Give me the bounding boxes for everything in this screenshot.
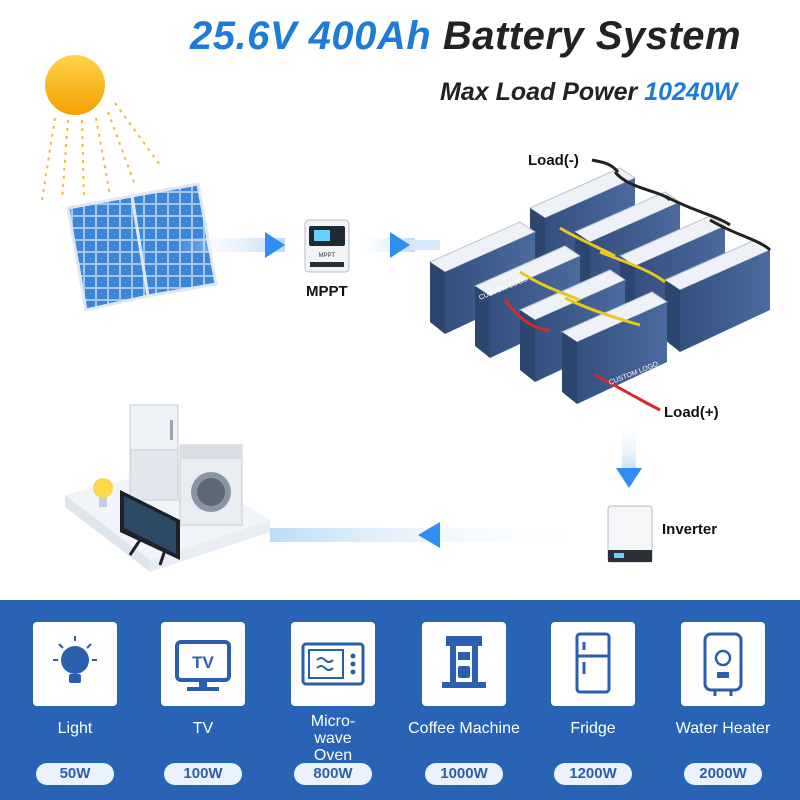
appliance-card-fridge	[551, 622, 635, 706]
fridge-icon	[575, 632, 611, 694]
solar-panel-icon	[66, 182, 218, 312]
title-capacity: 25.6V 400Ah	[190, 14, 432, 58]
inverter-label: Inverter	[662, 521, 718, 538]
flow-line	[622, 420, 636, 475]
appliance-name: Light	[57, 720, 93, 737]
svg-text:MPPT: MPPT	[319, 253, 336, 259]
tv-icon: TV	[175, 640, 231, 691]
power-badge: 1000W	[425, 763, 503, 785]
subtitle-prefix: Max Load Power	[440, 78, 638, 106]
arrow-right-icon	[265, 232, 285, 258]
system-diagram: MPPT	[41, 55, 772, 572]
appliance-card-tv: TV	[161, 622, 245, 706]
home-appliances-scene	[65, 404, 270, 572]
power-badge: 1200W	[554, 763, 632, 785]
appliance-name: Coffee Machine	[408, 720, 520, 737]
power-badge: 100W	[164, 763, 242, 785]
appliance-card-light	[33, 622, 117, 706]
battery-bank: CUSTOM LOGO CUSTOM LOGO	[428, 158, 772, 412]
title-text: Battery System	[442, 14, 742, 58]
appliance-card-coffee	[422, 622, 506, 706]
power-badge: 50W	[36, 763, 114, 785]
load-positive-label: Load(+)	[664, 404, 719, 421]
coffee-machine-icon	[442, 636, 486, 688]
page-subtitle: Max Load Power 10240W	[440, 78, 790, 107]
power-badge: 800W	[294, 763, 372, 785]
max-load-value: 10240W	[644, 78, 738, 106]
svg-text:TV: TV	[192, 653, 214, 672]
arrow-down-icon	[616, 468, 642, 488]
appliance-card-water-heater	[681, 622, 765, 706]
mppt-label: MPPT	[306, 283, 348, 300]
flow-line	[175, 238, 285, 252]
appliance-name: TV	[192, 720, 214, 737]
microwave-icon	[301, 642, 365, 686]
power-badge: 2000W	[684, 763, 762, 785]
arrow-right-icon	[390, 232, 410, 258]
arrow-left-icon	[418, 522, 440, 548]
load-negative-label: Load(-)	[528, 152, 579, 169]
inverter-icon	[607, 505, 653, 563]
appliance-name: Fridge	[570, 720, 616, 737]
page-title: 25.6V 400Ah Battery System	[190, 14, 790, 59]
sun-icon	[41, 55, 161, 201]
appliance-name: Water Heater	[675, 720, 771, 737]
appliance-name: Micro-wave Oven	[310, 713, 356, 764]
light-bulb-icon	[53, 636, 97, 683]
mppt-controller-icon: MPPT	[304, 219, 350, 273]
water-heater-icon	[703, 632, 743, 696]
appliance-card-microwave	[291, 622, 375, 706]
appliance-panel	[0, 600, 800, 800]
